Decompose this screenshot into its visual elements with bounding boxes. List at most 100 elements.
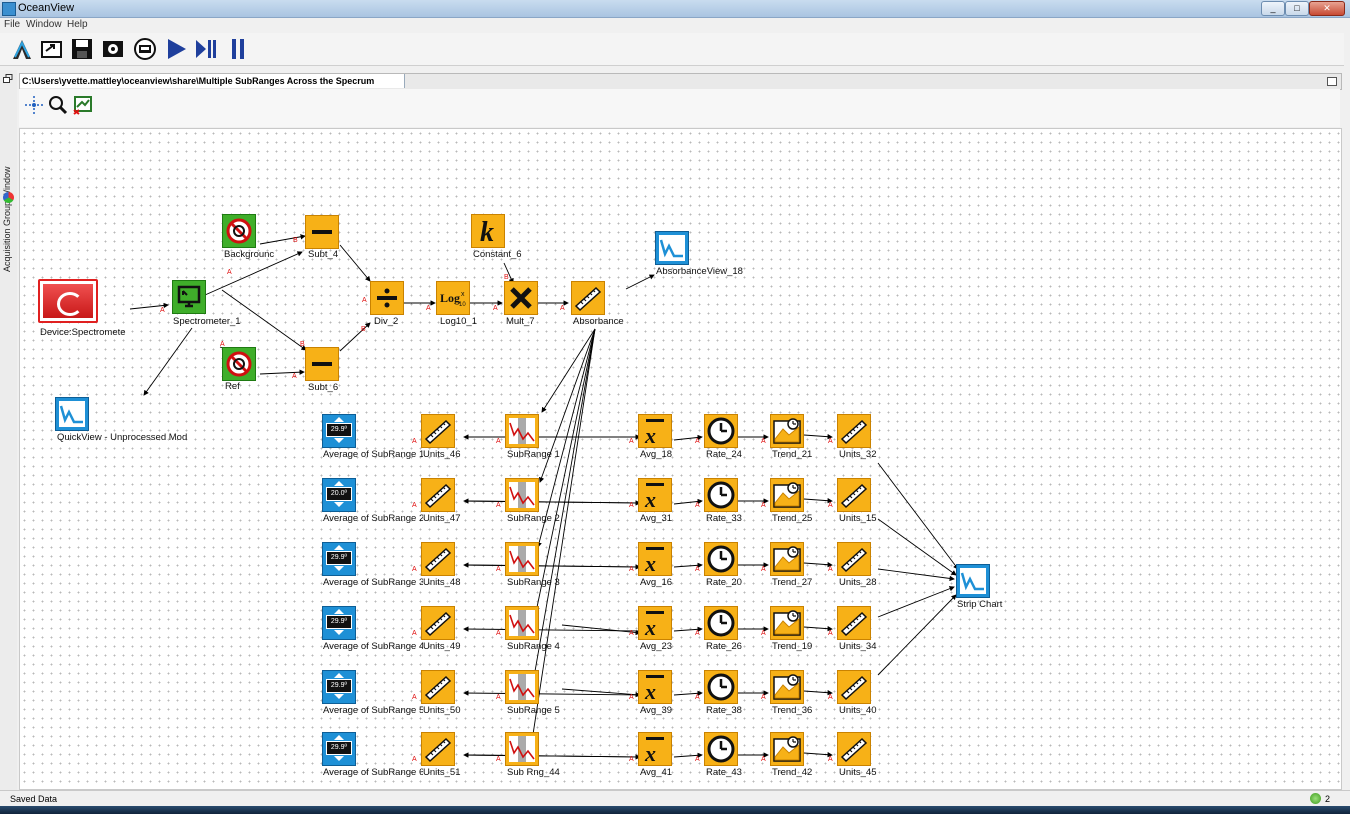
display-value: 29.9º: [330, 426, 348, 433]
menu-help[interactable]: Help: [67, 19, 88, 30]
port-a-marker: A: [828, 756, 833, 763]
numeric-display-node[interactable]: 29.9º: [322, 414, 356, 448]
subrange-node[interactable]: [505, 606, 539, 640]
rate-node[interactable]: [704, 478, 738, 512]
minimize-button[interactable]: _: [1261, 1, 1285, 16]
restore-panel-icon[interactable]: [3, 74, 13, 84]
port-a-marker: A: [761, 438, 766, 445]
clock-icon: [707, 545, 735, 573]
save-as-icon[interactable]: [101, 37, 125, 61]
subrange-node[interactable]: [505, 732, 539, 766]
rate-label: Rate_33: [706, 513, 742, 524]
units-a-node[interactable]: [421, 542, 455, 576]
subrange-label: SubRange 2: [507, 513, 560, 524]
numeric-display-node[interactable]: 29.9º: [322, 670, 356, 704]
units-a-node[interactable]: [421, 732, 455, 766]
average-node[interactable]: x: [638, 478, 672, 512]
menu-file[interactable]: File: [4, 19, 21, 30]
average-subrange-label: Average of SubRange 1: [323, 449, 423, 460]
average-node[interactable]: x: [638, 732, 672, 766]
units-b-node[interactable]: [837, 414, 871, 448]
spectrometer-node[interactable]: [172, 280, 206, 314]
absorbance-units-node[interactable]: [571, 281, 605, 315]
zoom-icon[interactable]: [48, 95, 68, 115]
average-node[interactable]: x: [638, 542, 672, 576]
rate-node[interactable]: [704, 732, 738, 766]
maximize-button[interactable]: □: [1285, 1, 1309, 16]
absorbance-view-node[interactable]: [655, 231, 689, 265]
pan-icon[interactable]: [24, 95, 44, 115]
clock-icon: [707, 735, 735, 763]
numeric-display-node[interactable]: 29.9º: [322, 542, 356, 576]
subtract-node[interactable]: [305, 215, 339, 249]
units-a-node[interactable]: [421, 606, 455, 640]
units-b-node[interactable]: [837, 478, 871, 512]
trend-node[interactable]: [770, 414, 804, 448]
strip-chart-node[interactable]: [956, 564, 990, 598]
average-node[interactable]: x: [638, 414, 672, 448]
play-pause-icon[interactable]: [194, 37, 218, 61]
workflow-canvas[interactable]: Device:Spectromete Spectrometer_1 QuickV…: [19, 128, 1342, 790]
numeric-display-node[interactable]: 29.9º: [322, 606, 356, 640]
quickview-node[interactable]: [55, 397, 89, 431]
subrange-node[interactable]: [505, 414, 539, 448]
units-b-label: Units_40: [839, 705, 877, 716]
no-store-icon: [226, 218, 252, 244]
background-node[interactable]: [222, 214, 256, 248]
units-a-node[interactable]: [421, 670, 455, 704]
numeric-display-node[interactable]: 29.9º: [322, 732, 356, 766]
trend-label: Trend_21: [772, 449, 813, 460]
rate-node[interactable]: [704, 670, 738, 704]
fit-icon[interactable]: [73, 95, 93, 115]
rate-node[interactable]: [704, 414, 738, 448]
trend-node[interactable]: [770, 542, 804, 576]
units-b-node[interactable]: [837, 732, 871, 766]
units-b-node[interactable]: [837, 606, 871, 640]
subrange-node[interactable]: [505, 670, 539, 704]
document-path-tab[interactable]: C:\Users\yvette.mattley\oceanview\share\…: [20, 74, 405, 88]
constant-node[interactable]: k: [471, 214, 505, 248]
port-a-marker: A: [220, 341, 225, 348]
divide-node[interactable]: [370, 281, 404, 315]
multiply-node[interactable]: [504, 281, 538, 315]
subrange-node[interactable]: [505, 478, 539, 512]
trend-node[interactable]: [770, 606, 804, 640]
trend-node[interactable]: [770, 670, 804, 704]
trend-node[interactable]: [770, 732, 804, 766]
menu-window[interactable]: Window: [26, 19, 62, 30]
units-b-node[interactable]: [837, 670, 871, 704]
group-icon: [3, 192, 14, 203]
numeric-display-node[interactable]: 20.0º: [322, 478, 356, 512]
rate-node[interactable]: [704, 542, 738, 576]
print-icon[interactable]: [133, 37, 157, 61]
rate-label: Rate_26: [706, 641, 742, 652]
close-button[interactable]: ✕: [1309, 1, 1345, 16]
save-icon[interactable]: [70, 37, 94, 61]
units-b-node[interactable]: [837, 542, 871, 576]
rate-node[interactable]: [704, 606, 738, 640]
subrange-node[interactable]: [505, 542, 539, 576]
port-a-marker: A: [160, 307, 165, 314]
port-b-marker: B: [504, 274, 509, 281]
acquisition-group-sidebar[interactable]: Acquisition Group Window: [0, 70, 17, 790]
minimize-view-button[interactable]: [1327, 77, 1337, 86]
port-b-marker: B: [361, 326, 366, 333]
new-wizard-icon[interactable]: [10, 37, 34, 61]
average-node[interactable]: x: [638, 606, 672, 640]
quickview-label: QuickView - Unprocessed Mod: [57, 432, 188, 443]
port-a-marker: A: [695, 566, 700, 573]
device-spectrometer-node[interactable]: [38, 279, 98, 323]
trend-node[interactable]: [770, 478, 804, 512]
open-icon[interactable]: [40, 37, 64, 61]
pause-icon[interactable]: [226, 37, 250, 61]
average-x-bar-icon: x: [644, 737, 664, 766]
svg-text:10: 10: [459, 302, 466, 308]
ref-node[interactable]: [222, 347, 256, 381]
average-x-bar-icon: x: [644, 611, 664, 640]
play-icon[interactable]: [164, 37, 188, 61]
average-node[interactable]: x: [638, 670, 672, 704]
subtract-node[interactable]: [305, 347, 339, 381]
units-a-node[interactable]: [421, 478, 455, 512]
units-a-node[interactable]: [421, 414, 455, 448]
